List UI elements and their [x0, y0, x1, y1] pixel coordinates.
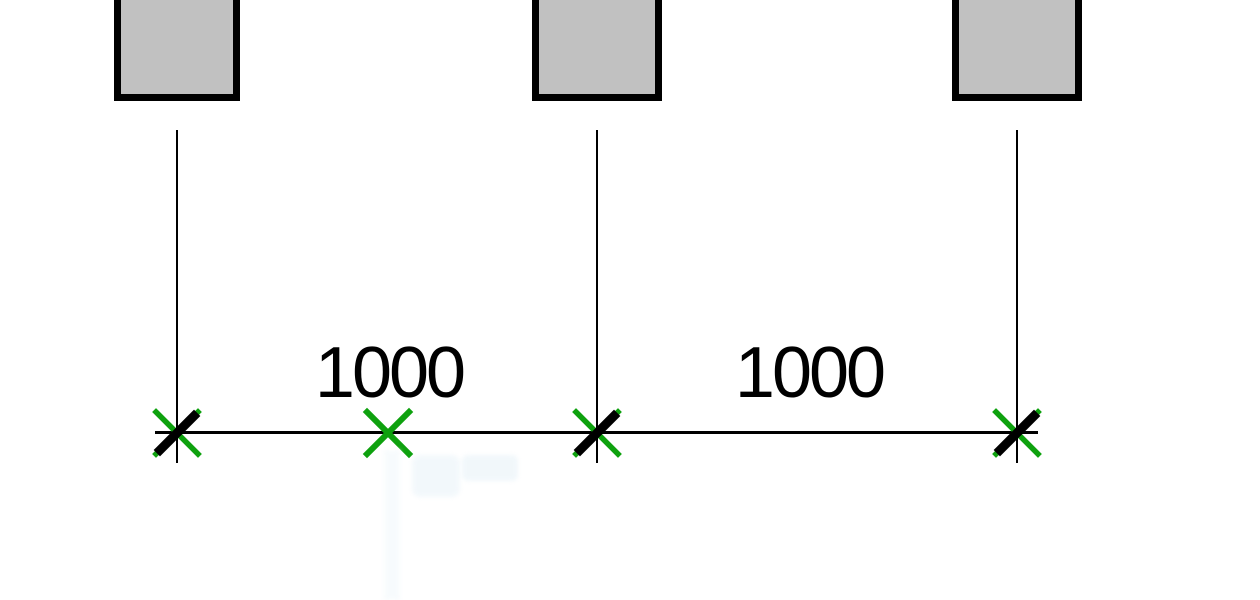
ghost-artifact — [462, 455, 518, 481]
witness-line-1[interactable] — [176, 130, 178, 463]
witness-line-3[interactable] — [1016, 130, 1018, 463]
dimension-value-1[interactable]: 1000 — [314, 333, 466, 413]
dimension-tick-grip-x-icon[interactable] — [991, 407, 1043, 459]
column-section-2[interactable] — [532, 0, 662, 101]
witness-line-2[interactable] — [596, 130, 598, 463]
dimension-tick-grip-x-icon[interactable] — [151, 407, 203, 459]
dimension-tick-grip-x-icon[interactable] — [571, 407, 623, 459]
ghost-artifact — [384, 450, 400, 600]
segment-grip-x-icon[interactable] — [362, 407, 414, 459]
dimension-value-2[interactable]: 1000 — [734, 333, 886, 413]
column-section-3[interactable] — [952, 0, 1082, 101]
ghost-artifact — [412, 455, 460, 497]
column-section-1[interactable] — [114, 0, 240, 101]
